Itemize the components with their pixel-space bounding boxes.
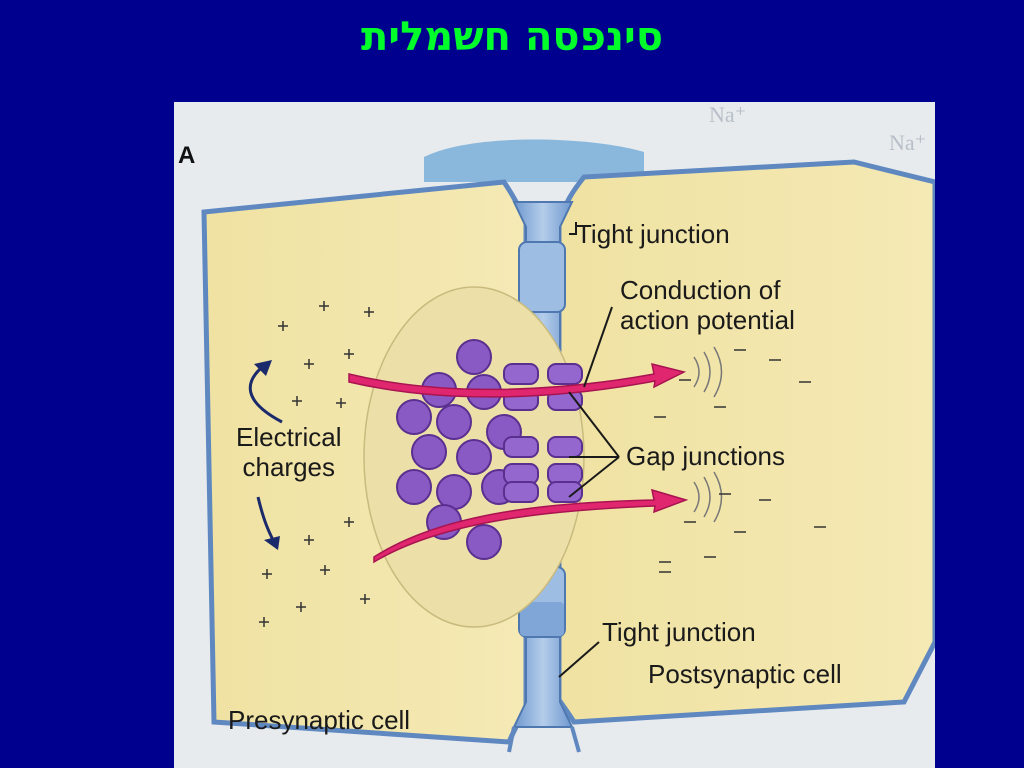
panel-letter: A — [178, 142, 196, 169]
leader-lines — [558, 222, 620, 678]
tight-junction-bulge — [520, 602, 564, 636]
label-tight-junction-top: Tight junction — [576, 219, 730, 249]
synapse-diagram — [201, 139, 935, 753]
label-conduction: Conduction of action potential — [620, 275, 795, 335]
plus-sign — [259, 301, 374, 627]
label-tight-junction-bottom: Tight junction — [602, 617, 756, 647]
background-text: Na⁺ — [889, 130, 927, 155]
slide-title: סינפסה חשמלית — [360, 14, 664, 60]
current-arrows — [348, 362, 689, 564]
extracellular-space — [424, 139, 644, 182]
label-gap-junctions: Gap junctions — [626, 441, 785, 471]
tight-junction-bulge — [518, 241, 566, 313]
synapse-figure: Na⁺ Na⁺ — [174, 102, 935, 768]
label-presynaptic-cell: Presynaptic cell — [228, 705, 411, 735]
potential-ripples — [693, 346, 723, 523]
label-electrical-charges: Electrical charges — [236, 422, 342, 482]
membrane-edge — [507, 726, 581, 753]
minus-sign — [654, 349, 826, 573]
curved-arrow-head — [254, 360, 280, 550]
background-text: Na⁺ — [709, 102, 747, 127]
label-postsynaptic-cell: Postsynaptic cell — [648, 659, 842, 689]
